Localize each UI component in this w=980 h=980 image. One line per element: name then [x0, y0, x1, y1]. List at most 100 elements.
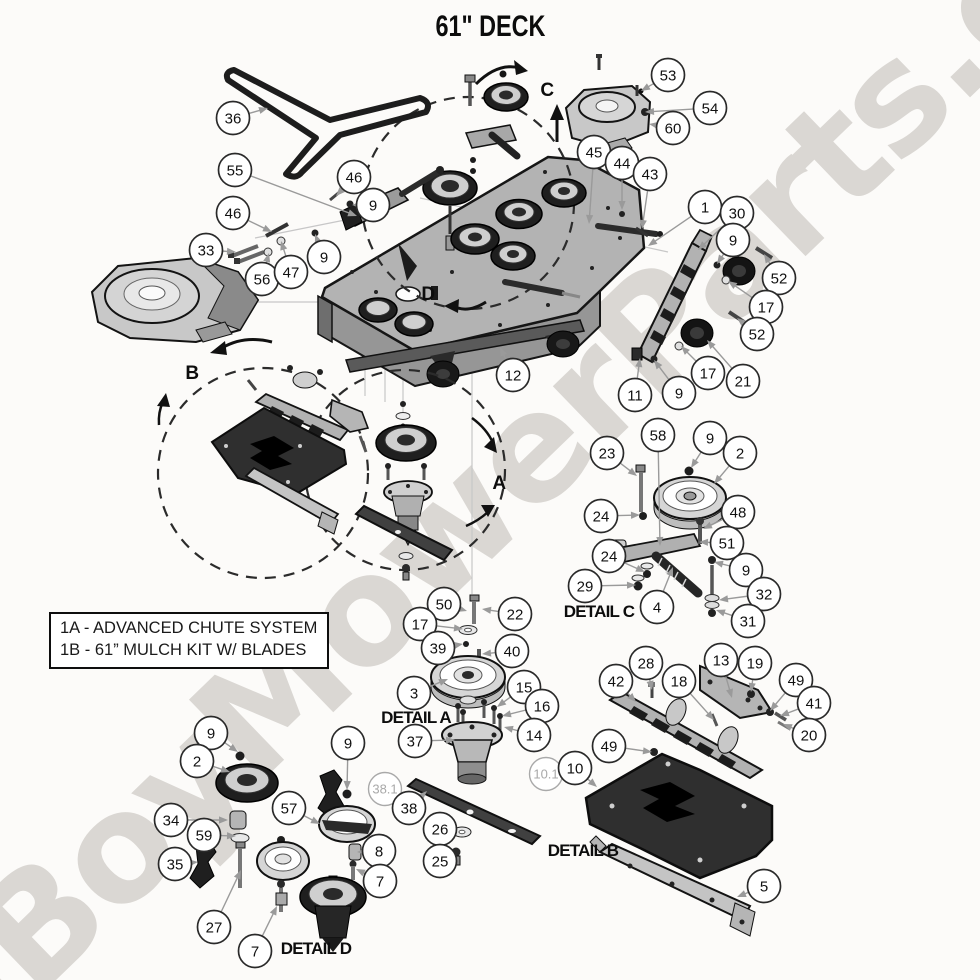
- leader-arrowhead: [627, 693, 636, 702]
- callout-number: 8: [375, 843, 383, 860]
- arrow-to-D: [457, 300, 487, 311]
- leader-line: [620, 462, 632, 473]
- leader-arrowhead: [654, 360, 663, 370]
- callout-circle: [650, 57, 686, 93]
- right-wheel-bar-bracket: [631, 228, 774, 364]
- callout-number: 44: [614, 155, 631, 172]
- callout-circle: [186, 817, 222, 853]
- callout-17: 17: [728, 281, 784, 325]
- callout-17: 17: [402, 606, 463, 642]
- callout-circle: [494, 633, 530, 669]
- leader-arrowhead: [500, 347, 508, 357]
- callout-7: 7: [356, 863, 398, 899]
- callout-31: 31: [716, 603, 766, 639]
- leader-arrowhead: [269, 906, 277, 916]
- leader-arrowhead: [453, 624, 463, 632]
- callout-number: 9: [344, 735, 352, 752]
- leader-arrowhead: [641, 83, 651, 91]
- callout-number: 60: [665, 120, 682, 137]
- leader-line: [624, 562, 639, 570]
- leader-line: [733, 284, 753, 298]
- leader-arrowhead: [445, 736, 455, 744]
- callout-circle: [215, 100, 251, 136]
- legend-line-1: 1A - ADVANCED CHUTE SYSTEM: [60, 619, 318, 637]
- detail-d-parts: [189, 751, 376, 952]
- callout-circle: [728, 552, 764, 588]
- callout-24: 24: [583, 498, 640, 534]
- callout-9: 9: [330, 725, 366, 790]
- callout-10.1: 10.1: [528, 756, 564, 792]
- leader-line: [773, 692, 786, 707]
- leader-arrowhead: [258, 107, 268, 114]
- spindle-stack-a-circle: [354, 401, 454, 581]
- leader-arrowhead: [618, 201, 626, 210]
- callout-60: 60: [649, 110, 691, 146]
- callout-number: 52: [749, 326, 766, 343]
- callout-58: 58: [640, 417, 676, 546]
- leader-arrowhead: [764, 254, 772, 264]
- callout-number: 9: [729, 232, 737, 249]
- callout-52: 52: [737, 316, 775, 352]
- callout-number: 26: [432, 821, 449, 838]
- callout-circle: [516, 717, 552, 753]
- callout-47: 47: [273, 241, 309, 290]
- leader-line: [220, 876, 239, 912]
- callout-2: 2: [179, 743, 230, 779]
- callout-number: 22: [507, 606, 524, 623]
- callout-circle: [193, 715, 229, 751]
- leader-arrowhead: [482, 649, 492, 657]
- callout-14: 14: [504, 717, 552, 753]
- leader-arrowhead: [226, 247, 236, 255]
- leader-line: [636, 364, 640, 379]
- legend-box: 1A - ADVANCED CHUTE SYSTEM 1B - 61” MULC…: [49, 612, 330, 669]
- callout-circle: [692, 420, 728, 456]
- callout-circle: [355, 187, 391, 223]
- leader-arrowhead: [356, 869, 366, 877]
- callout-circle: [367, 771, 403, 807]
- callout-circle: [362, 863, 398, 899]
- callout-number: 18: [671, 673, 688, 690]
- callout-number: 11: [627, 387, 643, 404]
- callout-number: 32: [756, 586, 773, 603]
- callout-number: 9: [369, 197, 377, 214]
- leader-arrowhead: [627, 467, 637, 476]
- leader-arrowhead: [726, 688, 733, 698]
- leader-arrowhead: [228, 743, 238, 752]
- callout-circle: [739, 316, 775, 352]
- callout-49: 49: [591, 728, 652, 764]
- callout-number: 47: [283, 264, 300, 281]
- callout-21: 21: [707, 340, 761, 399]
- leader-line: [249, 109, 262, 115]
- callout-circle: [709, 525, 745, 561]
- detail-label-detail-c: DETAIL C: [564, 602, 635, 621]
- callout-circle: [725, 363, 761, 399]
- callout-number: 45: [586, 144, 603, 161]
- callout-9: 9: [715, 222, 751, 264]
- leader-arrowhead: [280, 241, 288, 251]
- callout-number: 56: [254, 271, 271, 288]
- callout-number: 48: [730, 504, 747, 521]
- leader-arrowhead: [691, 458, 699, 468]
- callout-number: 49: [788, 672, 805, 689]
- callout-circle: [661, 663, 697, 699]
- page-title-text: 61" DECK: [435, 10, 545, 43]
- pulley: [483, 82, 529, 112]
- callout-number: 34: [163, 812, 180, 829]
- leader-line: [717, 465, 730, 480]
- callout-circle: [179, 743, 215, 779]
- callout-59: 59: [186, 817, 236, 853]
- callout-number: 9: [675, 385, 683, 402]
- leader-arrowhead: [666, 567, 673, 577]
- callout-number: 21: [735, 373, 752, 390]
- callout-number: 53: [660, 67, 677, 84]
- leader-arrowhead: [770, 701, 779, 711]
- leader-arrowhead: [219, 816, 228, 824]
- callout-circle: [397, 723, 433, 759]
- callout-9: 9: [352, 187, 391, 223]
- leader-arrowhead: [336, 186, 345, 196]
- callout-circle: [791, 717, 827, 753]
- arrow-to-B: [221, 338, 273, 350]
